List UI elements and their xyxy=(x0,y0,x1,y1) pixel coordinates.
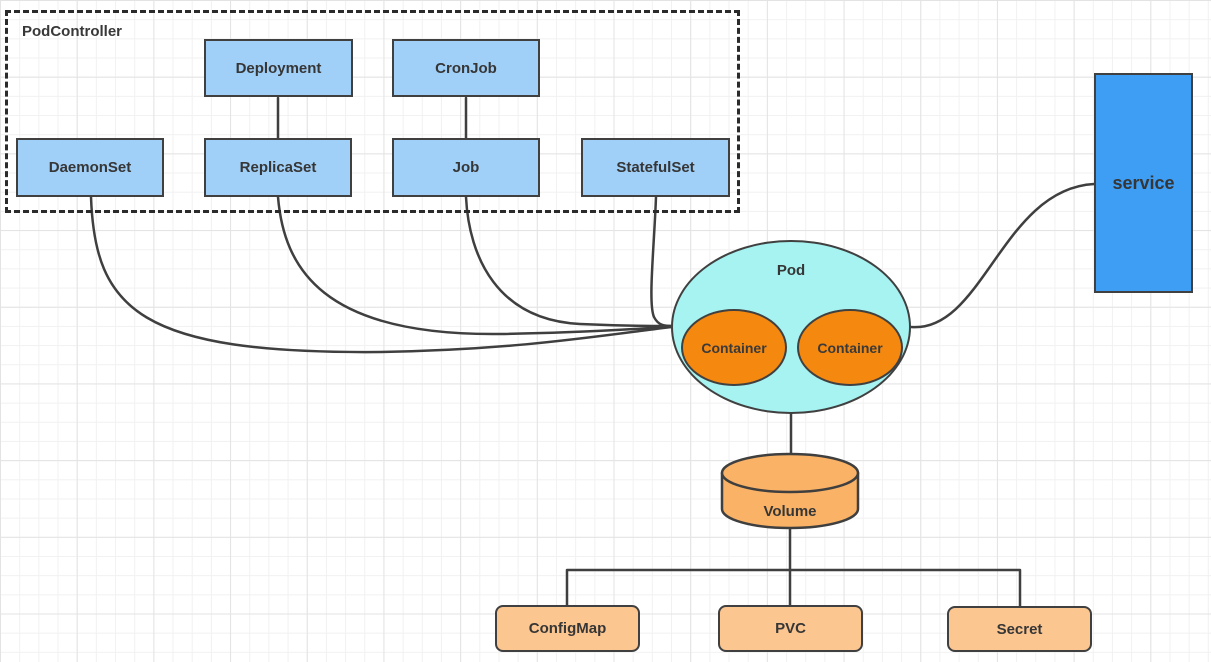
pod-controller-group: PodController xyxy=(5,10,740,213)
edge-job-pod xyxy=(464,195,673,328)
edge-volume-storage-tee xyxy=(565,568,1022,608)
node-pvc-label: PVC xyxy=(775,620,806,637)
node-secret: Secret xyxy=(947,606,1092,652)
node-replicaset-label: ReplicaSet xyxy=(239,159,317,176)
volume-cylinder-top xyxy=(720,452,860,494)
edge-statefulset-pod xyxy=(650,195,673,328)
node-daemonset: DaemonSet xyxy=(16,138,164,197)
node-daemonset-label: DaemonSet xyxy=(48,159,132,176)
node-job-label: Job xyxy=(452,159,480,176)
node-pvc: PVC xyxy=(718,605,863,652)
node-cronjob: CronJob xyxy=(392,39,540,97)
node-service-label: service xyxy=(1112,172,1175,193)
node-deployment: Deployment xyxy=(204,39,353,97)
node-configmap: ConfigMap xyxy=(495,605,640,652)
edge-daemonset-pod xyxy=(89,195,673,354)
node-deployment-label: Deployment xyxy=(235,59,322,77)
node-volume-label: Volume xyxy=(763,503,817,520)
node-container-left-label: Container xyxy=(701,339,767,356)
node-secret-label: Secret xyxy=(996,620,1043,638)
pod-controller-group-title: PodController xyxy=(22,23,122,40)
edge-replicaset-pod xyxy=(276,195,673,336)
node-container-left: Container xyxy=(681,309,787,386)
node-container-right-label: Container xyxy=(817,339,883,356)
node-pod-label: Pod xyxy=(776,262,806,279)
node-replicaset: ReplicaSet xyxy=(204,138,352,197)
node-statefulset: StatefulSet xyxy=(581,138,730,197)
node-service: service xyxy=(1094,73,1193,293)
node-container-right: Container xyxy=(797,309,903,386)
node-statefulset-label: StatefulSet xyxy=(616,159,695,176)
node-configmap-label: ConfigMap xyxy=(528,620,607,637)
edge-pod-service xyxy=(909,182,1096,329)
node-job: Job xyxy=(392,138,540,197)
volume-cylinder xyxy=(720,452,860,530)
node-cronjob-label: CronJob xyxy=(435,59,497,77)
